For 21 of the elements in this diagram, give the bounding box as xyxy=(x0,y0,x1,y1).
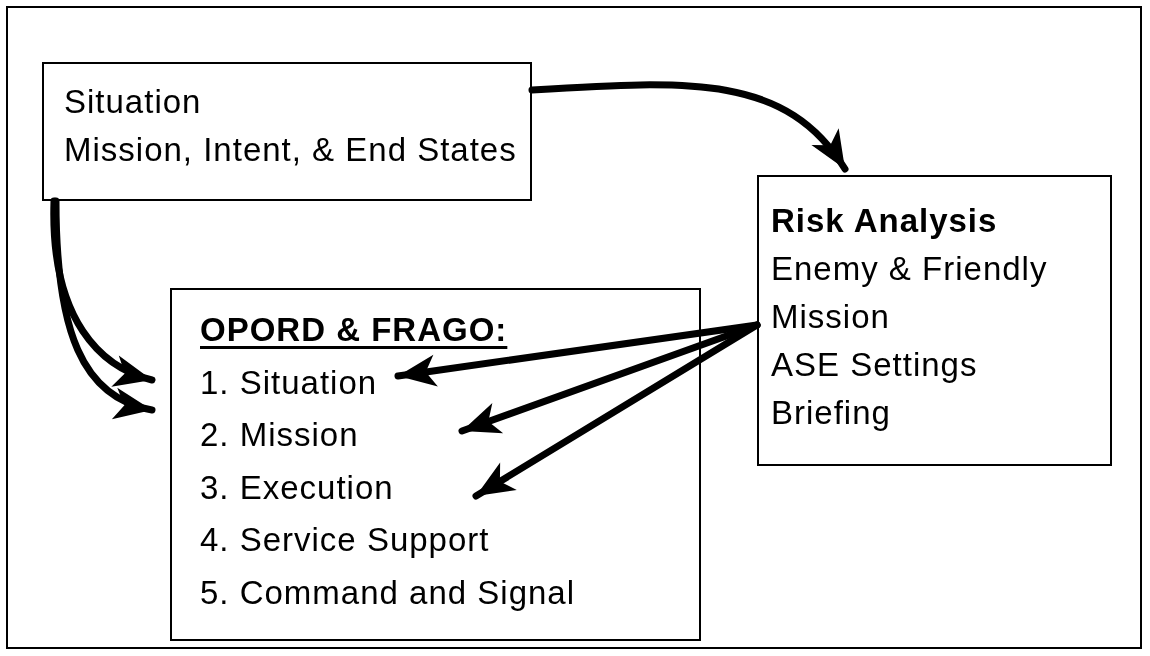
box-text: Situation xyxy=(64,82,203,122)
box-heading: OPORD & FRAGO: xyxy=(200,310,509,350)
arrow xyxy=(50,197,156,385)
box-text: 5. Command and Signal xyxy=(200,572,577,613)
box-text: 3. Execution xyxy=(200,467,395,508)
text-box xyxy=(42,62,532,201)
box-text: 1. Situation xyxy=(200,362,379,403)
arrow xyxy=(528,81,849,173)
text-box xyxy=(170,288,701,641)
box-text: Enemy & Friendly xyxy=(771,249,1049,289)
box-text: Briefing xyxy=(771,393,892,433)
box-text: 2. Mission xyxy=(200,415,360,455)
box-text: 4. Service Support xyxy=(200,520,491,560)
text-box xyxy=(757,175,1112,466)
box-heading: Risk Analysis xyxy=(771,201,999,241)
box-text: Mission xyxy=(771,297,891,337)
arrow xyxy=(394,321,761,387)
box-text: ASE Settings xyxy=(771,345,979,385)
box-text: Mission, Intent, & End States xyxy=(64,130,518,170)
arrow xyxy=(52,197,156,417)
arrow xyxy=(472,321,761,500)
